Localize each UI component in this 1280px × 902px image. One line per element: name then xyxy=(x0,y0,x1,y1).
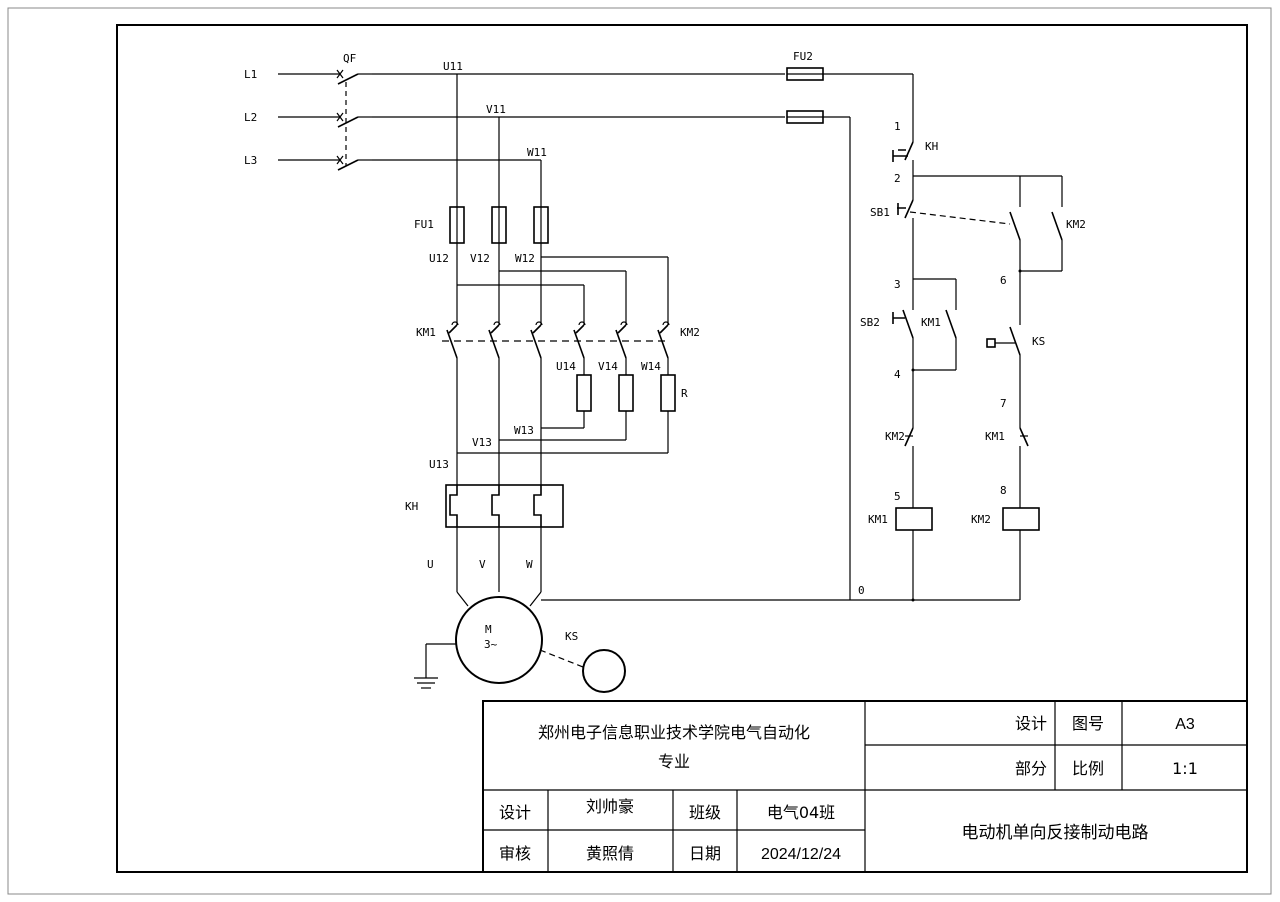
power-circuit xyxy=(278,67,1020,693)
label-KM2-nc: KM2 xyxy=(885,430,905,443)
label-KM2-power: KM2 xyxy=(680,326,700,339)
drawing-title: 电动机单向反接制动电路 xyxy=(962,823,1149,843)
label-M: M xyxy=(485,623,492,636)
drawing-no-label: 图号 xyxy=(1072,714,1104,733)
label-L3: L3 xyxy=(244,154,257,167)
label-FU2: FU2 xyxy=(793,50,813,63)
scale-label: 比例 xyxy=(1072,759,1104,778)
drawing-no: A3 xyxy=(1175,716,1195,733)
label-V12: V12 xyxy=(470,252,490,265)
date-label: 日期 xyxy=(689,844,721,863)
label-SB1: SB1 xyxy=(870,206,890,219)
junction-dots xyxy=(911,269,1022,602)
label-KM2-coil: KM2 xyxy=(971,513,991,526)
label-KH-control: KH xyxy=(925,140,938,153)
node-2: 2 xyxy=(894,172,901,185)
node-8: 8 xyxy=(1000,484,1007,497)
label-KS-control: KS xyxy=(1032,335,1045,348)
outer-border xyxy=(7,7,1272,895)
label-W13: W13 xyxy=(514,424,534,437)
label-KM1-power: KM1 xyxy=(416,326,436,339)
control-circuit xyxy=(892,141,1063,600)
date-value: 2024/12/24 xyxy=(761,846,841,863)
reviewer-name: 黄照倩 xyxy=(586,844,634,863)
label-KH-power: KH xyxy=(405,500,418,513)
speed-relay-ks xyxy=(582,649,626,693)
km1-coil xyxy=(895,507,933,531)
motor-symbol xyxy=(455,596,543,684)
km2-coil xyxy=(1002,507,1040,531)
label-phase: 3~ xyxy=(484,638,498,651)
label-L2: L2 xyxy=(244,111,257,124)
label-U13: U13 xyxy=(429,458,449,471)
title-block-text: 郑州电子信息职业技术学院电气自动化 专业 设计 部分 图号 A3 比例 1:1 … xyxy=(499,714,1198,863)
label-KS-motor: KS xyxy=(565,630,578,643)
label-R: R xyxy=(681,387,688,400)
label-KM1-nc: KM1 xyxy=(985,430,1005,443)
label-FU1: FU1 xyxy=(414,218,434,231)
review-label: 审核 xyxy=(499,844,531,863)
node-7: 7 xyxy=(1000,397,1007,410)
label-KM2-ctrl-no: KM2 xyxy=(1066,218,1086,231)
class-value: 电气04班 xyxy=(767,803,835,822)
designer-name: 刘帅豪 xyxy=(586,797,634,816)
node-3: 3 xyxy=(894,278,901,291)
title-block xyxy=(482,700,1248,873)
label-V11: V11 xyxy=(486,103,506,116)
label-W11: W11 xyxy=(527,146,547,159)
label-SB2: SB2 xyxy=(860,316,880,329)
school-name: 郑州电子信息职业技术学院电气自动化 xyxy=(538,723,810,742)
schematic-labels: L1 L2 L3 QF U11 V11 W11 FU2 FU1 U12 V12 … xyxy=(244,50,1086,651)
label-U14: U14 xyxy=(556,360,576,373)
part-label: 部分 xyxy=(1015,759,1047,778)
label-V13: V13 xyxy=(472,436,492,449)
label-W14: W14 xyxy=(641,360,661,373)
label-V: V xyxy=(479,558,486,571)
node-6: 6 xyxy=(1000,274,1007,287)
label-L1: L1 xyxy=(244,68,257,81)
label-U: U xyxy=(427,558,434,571)
design-label: 设计 xyxy=(499,803,531,822)
scale-value: 1:1 xyxy=(1172,759,1198,778)
major-name: 专业 xyxy=(658,752,690,771)
design-label-right: 设计 xyxy=(1015,714,1047,733)
label-W: W xyxy=(526,558,533,571)
label-KM1-ctrl-no: KM1 xyxy=(921,316,941,329)
label-V14: V14 xyxy=(598,360,618,373)
node-0: 0 xyxy=(858,584,865,597)
class-label: 班级 xyxy=(689,803,721,822)
node-1: 1 xyxy=(894,120,901,133)
node-4: 4 xyxy=(894,368,901,381)
node-5: 5 xyxy=(894,490,901,503)
label-W12: W12 xyxy=(515,252,535,265)
label-U12: U12 xyxy=(429,252,449,265)
label-KM1-coil: KM1 xyxy=(868,513,888,526)
label-QF: QF xyxy=(343,52,356,65)
label-U11: U11 xyxy=(443,60,463,73)
